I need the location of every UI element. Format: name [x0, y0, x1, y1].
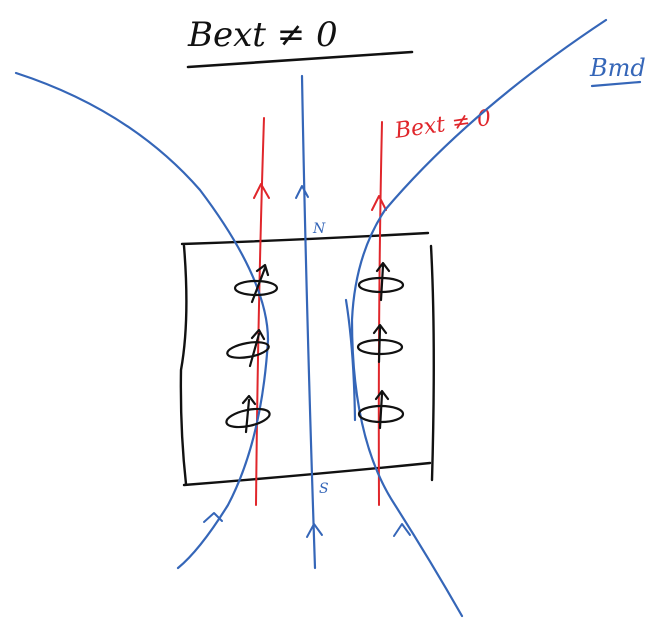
red-arrowhead-left [253, 183, 270, 199]
red-field-line-left [255, 117, 265, 506]
magnet-bottom-edge [182, 461, 432, 487]
red-field-line-right [377, 121, 383, 506]
pole-north-label: N [312, 221, 326, 237]
title-text: Bext ≠ 0 [187, 15, 338, 55]
dipole-loop-right-3 [357, 389, 405, 430]
red-arrowhead-right [371, 195, 387, 211]
pole-south-label: S [319, 481, 329, 497]
blue-field-line-left [14, 71, 270, 570]
dipole-loop-right-1 [357, 261, 405, 302]
bmd-label: Bmd [589, 54, 646, 82]
blue-field-line-right-inner [344, 298, 357, 422]
bmd-underline [590, 80, 642, 88]
dipole-loop-left-1 [233, 263, 279, 304]
dipole-loop-left-3 [225, 394, 271, 434]
title-underline [186, 50, 414, 69]
blue-arrowhead-left-bottom [203, 512, 223, 523]
dipole-loop-right-2 [356, 323, 404, 364]
blue-arrowhead-center-top [295, 185, 309, 199]
blue-arrowhead-right-bottom [393, 523, 411, 537]
blue-field-line-center [300, 74, 317, 570]
magnet-right-edge [429, 244, 435, 482]
blue-field-line-right [350, 18, 608, 618]
dipole-loop-left-2 [226, 328, 270, 368]
blue-arrowhead-center-bottom [306, 523, 323, 538]
magnet-top-edge [180, 231, 430, 246]
magnet-left-edge [179, 244, 188, 486]
bext-red-label: Bext ≠ 0 [392, 106, 492, 144]
